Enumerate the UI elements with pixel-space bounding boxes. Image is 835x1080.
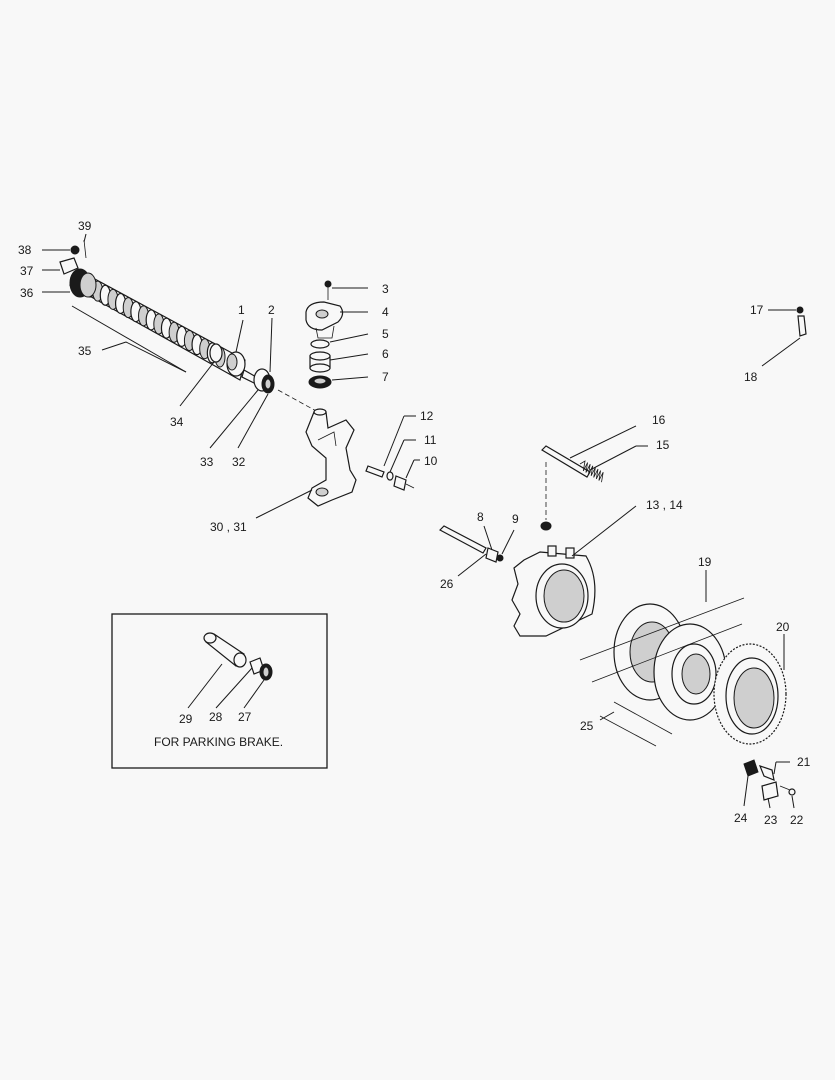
- spring: [579, 460, 604, 483]
- plug: [393, 475, 415, 491]
- callout-36: 36: [20, 286, 34, 300]
- parking-sleeve: [203, 632, 247, 668]
- gear-ring: [713, 643, 787, 745]
- callout-32: 32: [232, 455, 246, 469]
- bolt-3: [324, 280, 332, 300]
- inset-caption: FOR PARKING BRAKE.: [154, 735, 283, 749]
- callout-33: 33: [200, 455, 214, 469]
- lock-washer: [496, 554, 504, 562]
- callout-1: 1: [238, 303, 245, 317]
- callout-27: 27: [238, 710, 252, 724]
- parking-ring: [259, 663, 273, 681]
- callout-16: 16: [652, 413, 666, 427]
- callout-20: 20: [776, 620, 790, 634]
- callout-3: 3: [382, 282, 389, 296]
- bushing: [309, 351, 331, 373]
- parking-brake-inset: FOR PARKING BRAKE.: [111, 613, 328, 769]
- callout-29: 29: [179, 712, 193, 726]
- callout-4: 4: [382, 305, 389, 319]
- callout-9: 9: [512, 512, 519, 526]
- callout-15: 15: [656, 438, 670, 452]
- clip-plate: [758, 765, 779, 801]
- small-washer: [386, 471, 394, 481]
- splined-shaft: [69, 269, 246, 381]
- grease-nipple: [796, 306, 804, 314]
- long-bolt-assembly: [439, 525, 504, 563]
- roll-pin: [365, 465, 385, 478]
- callout-25: 25: [580, 719, 594, 733]
- callout-11: 11: [424, 433, 437, 447]
- spring-coil: [579, 460, 604, 483]
- bracket: [59, 257, 79, 275]
- callout-5: 5: [382, 327, 389, 341]
- friction-disc-mid: [653, 623, 727, 721]
- block: [743, 759, 759, 777]
- callout-22: 22: [790, 813, 804, 827]
- pin: [83, 239, 87, 259]
- callout-24: 24: [734, 811, 748, 825]
- disc-pack: [579, 597, 787, 747]
- nut: [485, 547, 499, 563]
- washer-34: [209, 343, 223, 363]
- leader-lines: [42, 233, 801, 809]
- bracket-assembly: [743, 759, 796, 801]
- pin-set: [365, 465, 415, 491]
- callout-28: 28: [209, 710, 223, 724]
- callout-2: 2: [268, 303, 275, 317]
- cover-plate: [305, 301, 344, 339]
- callout-17: 17: [750, 303, 764, 317]
- callout-30-31: 30 , 31: [210, 520, 247, 534]
- shift-fork: [305, 408, 357, 507]
- callout-13-14: 13 , 14: [646, 498, 683, 512]
- callout-12: 12: [420, 409, 434, 423]
- splined-shaft-assembly: [59, 239, 319, 413]
- fork-assembly: [305, 280, 357, 507]
- bolt: [70, 245, 80, 255]
- brake-plate: [511, 545, 596, 637]
- callout-10: 10: [424, 454, 438, 468]
- callout-labels: 39 38 37 36 35 1 2 34 33 32 3 4 5 6 7 30…: [18, 219, 811, 827]
- callout-35: 35: [78, 344, 92, 358]
- washer-stack: [253, 368, 275, 394]
- callout-26: 26: [440, 577, 454, 591]
- callout-39: 39: [78, 219, 92, 233]
- tapered-pin: [797, 315, 807, 337]
- collar: [226, 351, 246, 377]
- rod: [541, 445, 591, 478]
- long-bolt: [439, 525, 487, 554]
- callout-38: 38: [18, 243, 32, 257]
- callout-6: 6: [382, 347, 389, 361]
- rod-spring-assembly: [540, 445, 604, 531]
- callout-23: 23: [764, 813, 778, 827]
- callout-34: 34: [170, 415, 184, 429]
- inset-frame: [111, 613, 328, 769]
- small-screw: [779, 785, 796, 796]
- pin-fitting: [796, 306, 807, 337]
- callout-37: 37: [20, 264, 34, 278]
- o-ring: [310, 339, 330, 349]
- callout-18: 18: [744, 370, 758, 384]
- callout-19: 19: [698, 555, 712, 569]
- callout-8: 8: [477, 510, 484, 524]
- callout-7: 7: [382, 370, 389, 384]
- callout-21: 21: [797, 755, 811, 769]
